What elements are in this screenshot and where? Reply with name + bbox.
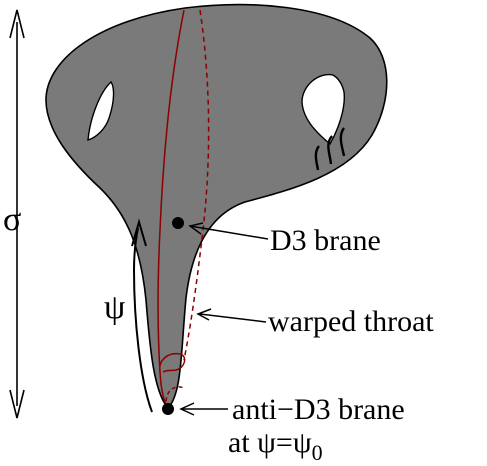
- sigma-label: σ: [3, 201, 21, 238]
- warped-throat-pointer: [198, 309, 266, 322]
- warped-throat-label: warped throat: [268, 305, 434, 338]
- d3-brane-point: [172, 217, 184, 229]
- calabi-yau-surface: [46, 5, 387, 408]
- anti-d3-brane-pointer: [181, 403, 228, 415]
- anti-d3-brane-point: [162, 403, 174, 415]
- anti-d3-brane-label: anti−D3 brane: [232, 393, 405, 426]
- position-psi: ψ=ψ: [257, 426, 312, 459]
- anti-d3-position-label: at ψ=ψ0: [228, 426, 323, 465]
- d3-brane-label: D3 brane: [270, 224, 381, 257]
- psi-label: ψ: [104, 289, 125, 326]
- position-subscript: 0: [312, 440, 323, 465]
- position-prefix: at: [228, 426, 257, 459]
